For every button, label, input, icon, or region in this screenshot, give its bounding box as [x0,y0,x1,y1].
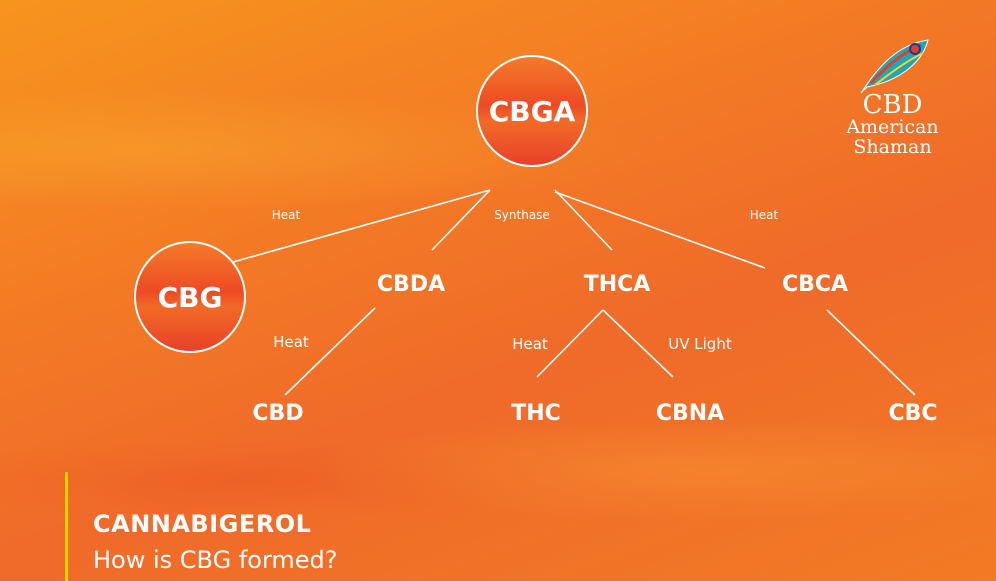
node-thc: THC [511,401,561,426]
caption-title: CANNABIGEROL [93,510,312,538]
edge-label-synthase: Synthase [494,208,550,222]
logo-line-2: American [846,116,939,138]
node-cbga: CBGA [476,55,588,167]
edge-label-heat-thc: Heat [512,335,548,353]
edge-cbca-cbc [826,309,916,396]
feather-icon [860,39,929,94]
node-cbna: CBNA [655,401,725,426]
logo-line-3: Shaman [853,136,932,158]
brand-logo: CBD American Shaman [830,35,955,157]
node-cbg: CBG [134,241,246,353]
edge-cbda-cbd [284,307,376,396]
node-cbc: CBC [888,401,938,426]
edge-cbga-cbg [232,189,491,263]
node-cbga-label: CBGA [488,94,576,128]
edge-label-heat-cbg: Heat [271,208,301,222]
edge-label-uv-light: UV Light [668,335,732,353]
node-cbda: CBDA [376,272,446,297]
edge-label-heat-cbd: Heat [273,333,309,351]
edge-cbga-cbca [554,191,766,269]
edge-label-heat-cbca: Heat [749,208,779,222]
node-cbd: CBD [252,401,304,426]
edge-cbga-thca [554,189,613,251]
node-thca: THCA [583,272,651,297]
edge-thca-cbna [602,309,674,378]
node-cbca: CBCA [781,272,849,297]
edge-cbga-cbda [431,189,491,251]
caption-subtitle: How is CBG formed? [93,546,338,574]
node-cbg-label: CBG [157,280,223,314]
edge-thca-thc [536,309,604,378]
accent-bar [65,472,68,581]
logo-line-1: CBD [862,90,923,120]
